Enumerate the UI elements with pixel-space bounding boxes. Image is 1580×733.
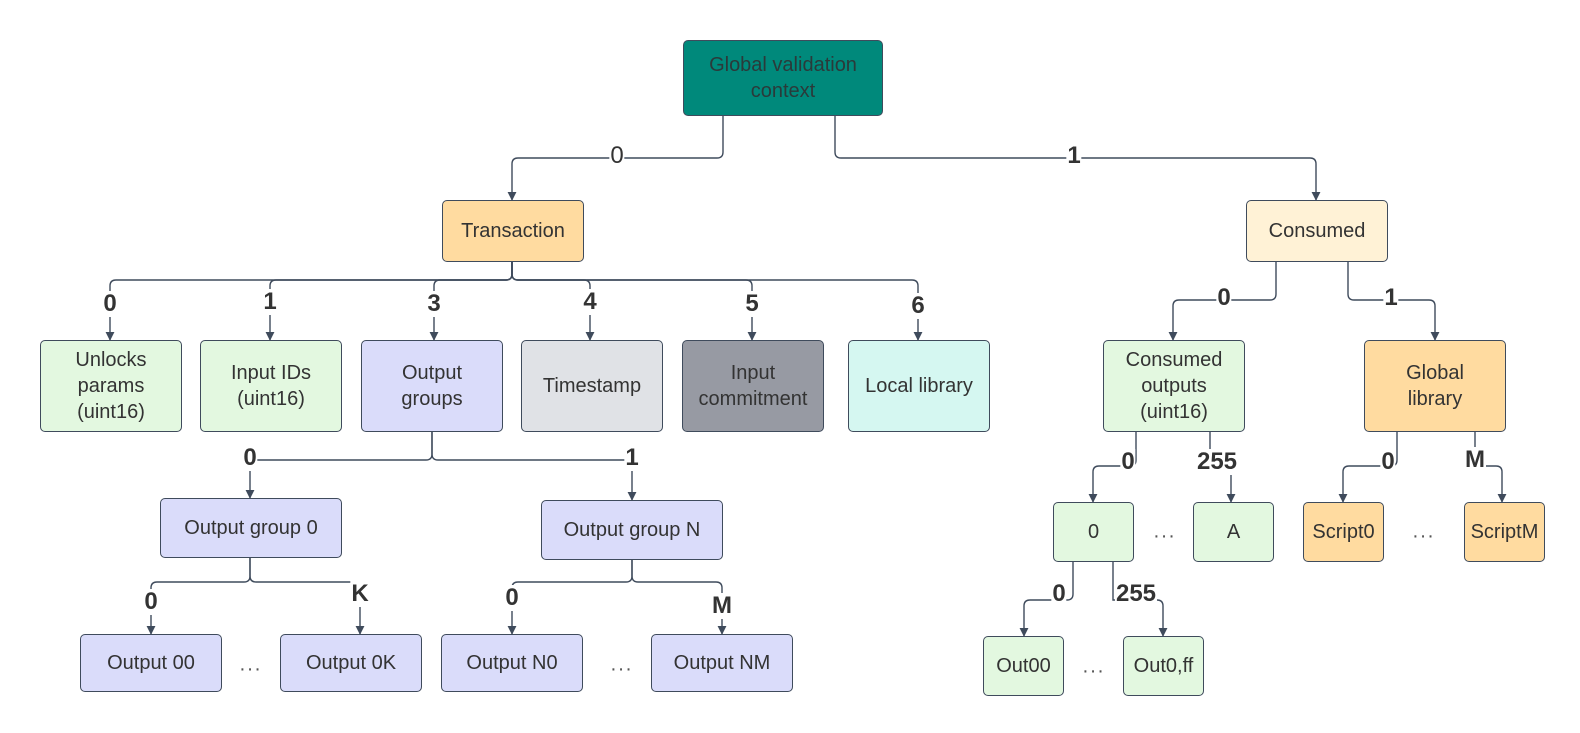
node-output-group-n: Output group N (541, 500, 723, 560)
edge-label-co-first: 0 (1120, 448, 1136, 475)
edge-label-tx-unlocks: 0 (102, 290, 118, 317)
edge-label-co-last: 255 (1195, 448, 1239, 475)
node-consumed-0: 0 (1053, 502, 1134, 562)
edge-label-consumed-outputs: 0 (1216, 284, 1232, 311)
edge-tx-input-commitment (511, 262, 757, 341)
edge-label-root-consumed: 1 (1066, 142, 1082, 169)
edge-label-root-transaction: 0 (609, 142, 625, 169)
node-transaction: Transaction (442, 200, 584, 262)
edge-tx-timestamp (511, 262, 595, 341)
edge-og0-last (249, 558, 365, 635)
edge-tx-input-ids (265, 262, 513, 341)
ellipsis-ogn-outputs: ... (610, 653, 634, 676)
edge-og-n (431, 432, 637, 501)
edge-label-c0-first: 0 (1051, 580, 1067, 607)
node-global-library: Global library (1364, 340, 1506, 432)
edge-tx-local-library (511, 262, 923, 341)
edge-tx-unlocks (105, 262, 513, 341)
node-out0ff: Out0,ff (1123, 636, 1204, 696)
edge-label-tx-output-groups: 3 (426, 290, 442, 317)
node-output-n0: Output N0 (441, 634, 583, 692)
edge-label-tx-local-library: 6 (910, 292, 926, 319)
ellipsis-scripts: ... (1412, 520, 1436, 543)
edge-label-tx-input-ids: 1 (262, 288, 278, 315)
edge-label-og0-first: 0 (143, 588, 159, 615)
node-timestamp: Timestamp (521, 340, 663, 432)
edge-label-ogn-first: 0 (504, 584, 520, 611)
edge-label-og0-last: K (350, 580, 370, 607)
node-consumed: Consumed (1246, 200, 1388, 262)
edge-label-tx-timestamp: 4 (582, 288, 598, 315)
node-input-commitment: Input commitment (682, 340, 824, 432)
edge-gl-last (1474, 432, 1507, 503)
edge-ogn-last (631, 560, 727, 635)
edge-c0-first (1019, 562, 1074, 637)
ellipsis-outs: ... (1082, 655, 1106, 678)
edge-label-gl-last: M (1464, 446, 1486, 473)
ellipsis-og0-outputs: ... (239, 653, 263, 676)
edge-gl-first (1338, 432, 1398, 503)
edge-og-0 (245, 432, 433, 499)
node-unlocks-params: Unlocks params (uint16) (40, 340, 182, 432)
node-output-nm: Output NM (651, 634, 793, 692)
edge-label-tx-input-commitment: 5 (744, 290, 760, 317)
edge-label-ogn-last: M (711, 592, 733, 619)
edge-ogn-first (507, 560, 633, 635)
edge-og0-first (146, 558, 251, 635)
node-output-00: Output 00 (80, 634, 222, 692)
node-output-groups: Output groups (361, 340, 503, 432)
node-output-group-0: Output group 0 (160, 498, 342, 558)
node-local-library: Local library (848, 340, 990, 432)
edge-tx-output-groups (429, 262, 513, 341)
edge-label-og-0: 0 (242, 444, 258, 471)
node-consumed-outputs: Consumed outputs (uint16) (1103, 340, 1245, 432)
edge-label-gl-first: 0 (1380, 448, 1396, 475)
node-out00: Out00 (983, 636, 1064, 696)
node-global-validation-context: Global validation context (683, 40, 883, 116)
node-script0: Script0 (1303, 502, 1384, 562)
edge-label-consumed-global-library: 1 (1383, 284, 1399, 311)
edge-label-og-n: 1 (624, 444, 640, 471)
node-output-0k: Output 0K (280, 634, 422, 692)
edge-label-c0-last: 255 (1114, 580, 1158, 607)
node-scriptm: ScriptM (1464, 502, 1545, 562)
ellipsis-consumed-outputs: ... (1153, 520, 1177, 543)
node-consumed-a: A (1193, 502, 1274, 562)
node-input-ids: Input IDs (uint16) (200, 340, 342, 432)
